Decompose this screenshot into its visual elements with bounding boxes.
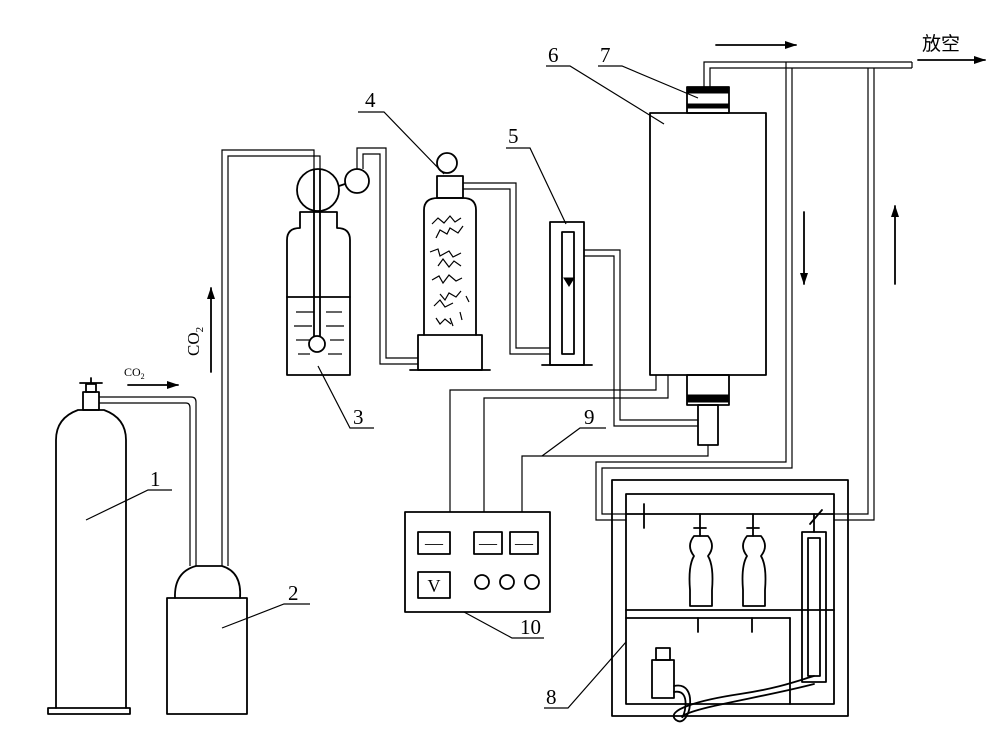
label-6: 6 (548, 43, 559, 67)
label-4: 4 (365, 88, 376, 112)
gas-piping (99, 61, 913, 566)
co2-label-horizontal: CO2 (124, 365, 145, 381)
label-8: 8 (546, 685, 557, 709)
label-10: 10 (520, 615, 541, 639)
power-controller: — — — V (404, 511, 551, 613)
gas-analysis-box (611, 479, 849, 723)
co2-cylinder (47, 377, 131, 715)
label-1: 1 (150, 467, 161, 491)
flow-arrows (127, 41, 986, 389)
label-3: 3 (353, 405, 364, 429)
meter-symbol: — (514, 533, 534, 553)
callouts: 1 2 3 4 5 6 7 8 9 10 (85, 43, 699, 709)
reactor (649, 112, 767, 376)
vent-label: 放空 (922, 33, 960, 55)
electrical-wiring (449, 375, 709, 512)
co2-label-vertical: CO2 (184, 327, 206, 356)
top-electrode (686, 86, 730, 114)
bottom-electrode (686, 374, 730, 446)
drying-column (409, 152, 491, 371)
label-7: 7 (600, 43, 611, 67)
label-5: 5 (508, 124, 519, 148)
label-9: 9 (584, 405, 595, 429)
control-knob (474, 574, 490, 590)
meter-symbol: — (478, 533, 498, 553)
control-knob (499, 574, 515, 590)
voltmeter-symbol: V (428, 576, 441, 596)
control-knob (524, 574, 540, 590)
label-2: 2 (288, 581, 299, 605)
humidifier-vessel (166, 565, 248, 715)
meter-symbol: — (424, 533, 444, 553)
flowmeter (541, 221, 593, 366)
bubbler-bottle (286, 168, 370, 376)
